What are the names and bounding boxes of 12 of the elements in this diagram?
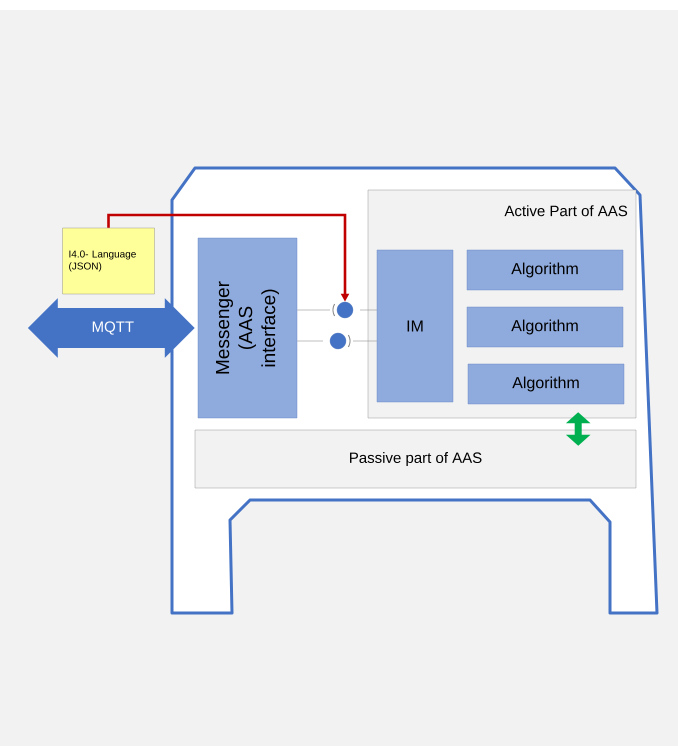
connector-line [352,340,378,342]
port-circle [336,302,354,318]
panel-box: Passive part of AAS [194,430,636,488]
component-box: Algorithm [466,306,624,348]
connector-line [296,340,324,342]
port-circle [330,332,346,350]
edge-label: MQTT [92,321,134,335]
component-box: Algorithm [466,250,624,290]
component-box: IM [376,250,454,402]
component-box: Messenger (AAS interface) [198,238,298,418]
note-box: I4.0- Language (JSON) [62,228,155,294]
component-box: Algorithm [468,364,624,404]
